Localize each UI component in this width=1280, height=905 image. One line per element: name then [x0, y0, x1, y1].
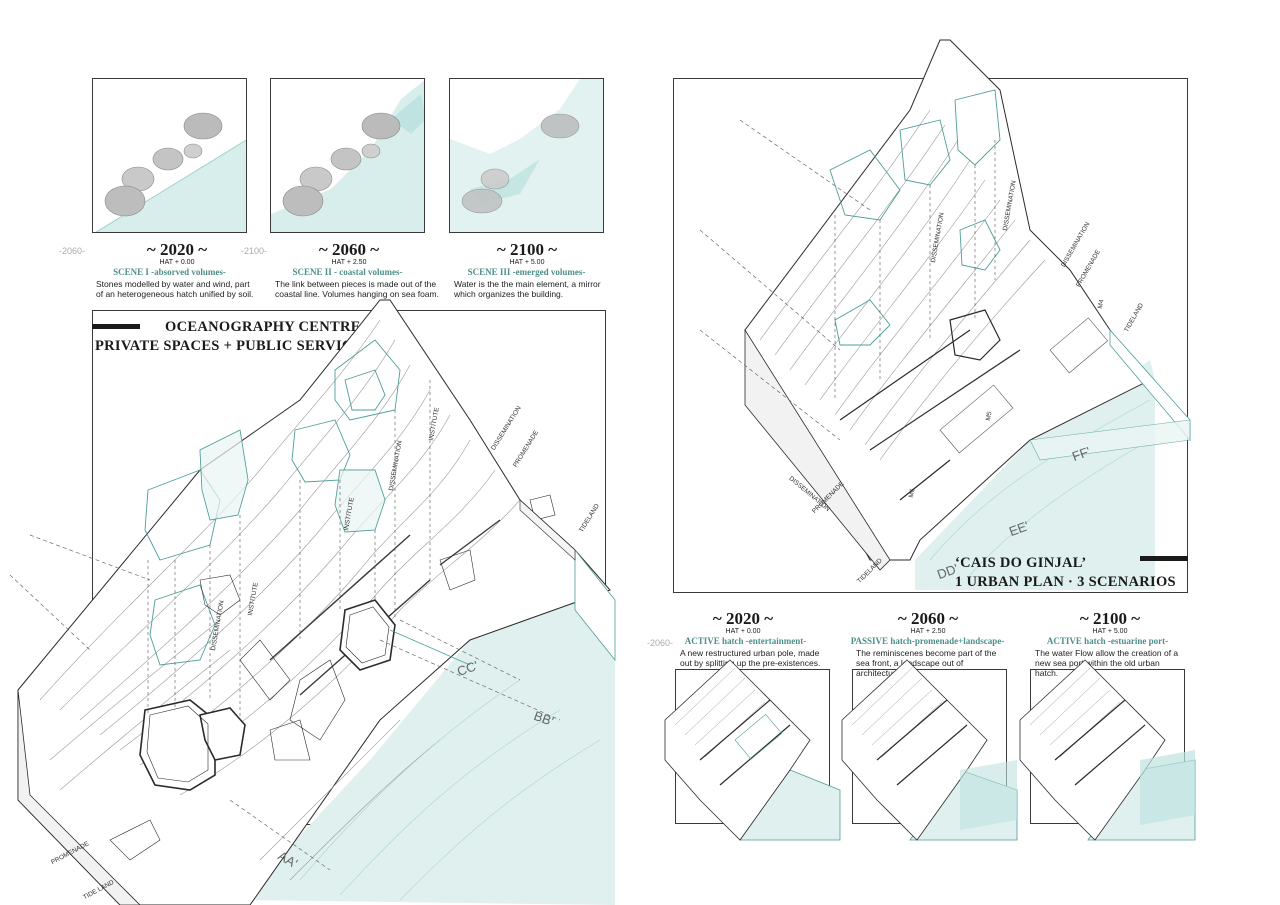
scene-description: The link between pieces is made out of t…: [275, 279, 439, 299]
right-title-bar: [1140, 556, 1188, 561]
scenario-title: ACTIVE hatch -estuarine port-: [1046, 636, 1169, 646]
scene-hat: HAT + 5.00: [509, 259, 545, 266]
scene-title: SCENE III -emerged volumes-: [467, 267, 586, 277]
scenario-year: ~ 2100 ~: [1079, 609, 1141, 628]
left-title-bar: [92, 324, 140, 329]
scenario-frame-2100: [1030, 669, 1185, 824]
scenario-hat: HAT + 5.00: [1092, 628, 1128, 635]
scene-year: ~ 2100 ~: [496, 240, 558, 259]
scenario-frame-2020: [675, 669, 830, 824]
scene-hat: HAT + 2.50: [331, 259, 367, 266]
left-title: OCEANOGRAPHY CENTRE PRIVATE SPACES + PUB…: [95, 318, 363, 356]
scenario-side-label-2060: -2060-: [647, 638, 674, 648]
scene-side-label-2060: -2060-: [59, 246, 86, 256]
scenario-title: ACTIVE hatch -entertainment-: [684, 636, 807, 646]
scenario-frame-2060: [852, 669, 1007, 824]
scenario-description: A new restructured urban pole, made out …: [680, 648, 821, 668]
scenario-year: ~ 2020 ~: [712, 609, 774, 628]
scene-side-label-2100: -2100-: [241, 246, 268, 256]
scene-frame-2020: [92, 78, 247, 233]
scenario-hat: HAT + 0.00: [725, 628, 761, 635]
right-title-line1: ‘CAIS DO GINJAL’: [955, 555, 1087, 571]
scene-2100-drawing: [450, 79, 603, 232]
scene-2060-drawing: [271, 80, 424, 232]
scenario-hat: HAT + 2.50: [910, 628, 946, 635]
scene-title: SCENE I -absorved volumes-: [113, 267, 226, 277]
left-title-line1: OCEANOGRAPHY CENTRE: [165, 319, 361, 335]
right-title: ‘CAIS DO GINJAL’ 1 URBAN PLAN · 3 SCENAR…: [955, 554, 1176, 592]
scene-frame-2100: [449, 78, 604, 233]
scene-hat: HAT + 0.00: [159, 259, 195, 266]
scene-year: ~ 2060 ~: [318, 240, 380, 259]
scene-2020-drawing: [95, 112, 246, 232]
left-axonometric-drawing: [9, 299, 616, 905]
scene-frame-2060: [270, 78, 425, 233]
right-axonometric-drawing: [699, 39, 1191, 590]
right-title-line2: 1 URBAN PLAN · 3 SCENARIOS: [955, 574, 1176, 590]
scene-description: Stones modelled by water and wind, part …: [96, 279, 254, 299]
scene-title: SCENE II - coastal volumes-: [292, 267, 403, 277]
scene-year: ~ 2020 ~: [146, 240, 208, 259]
left-title-line2: PRIVATE SPACES + PUBLIC SERVICE: [95, 338, 363, 354]
scenario-title: PASSIVE hatch-promenade+landscape-: [850, 636, 1005, 646]
scenario-year: ~ 2060 ~: [897, 609, 959, 628]
scene-description: Water is the the main element, a mirror …: [454, 279, 601, 299]
